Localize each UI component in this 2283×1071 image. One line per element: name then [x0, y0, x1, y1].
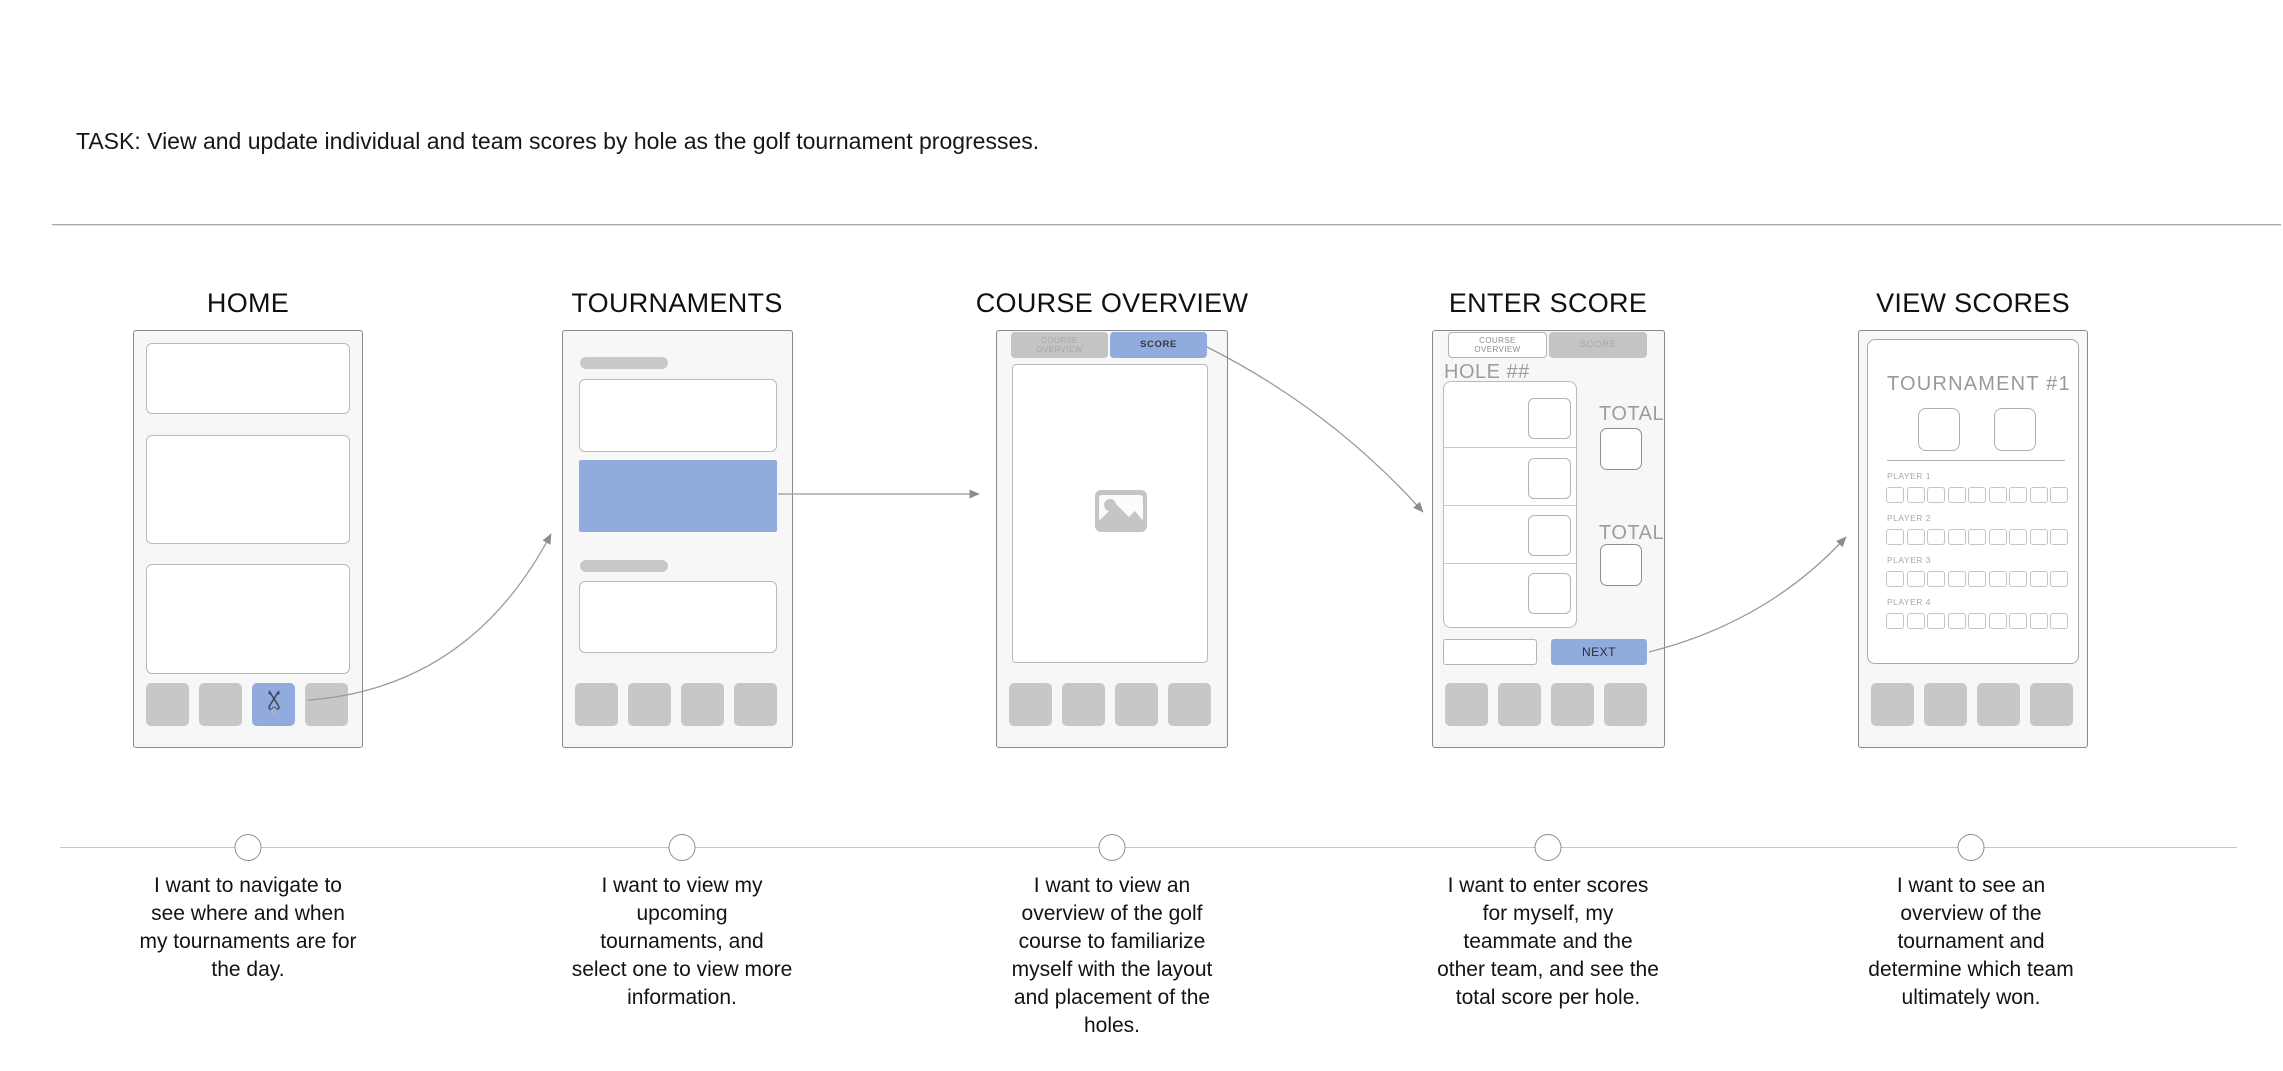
score-entry-card [1443, 381, 1577, 628]
arrow-course-to-enter-score [1206, 346, 1424, 513]
screen-title-enter-score: ENTER SCORE [1448, 288, 1648, 318]
nav-button-1[interactable] [1009, 683, 1052, 726]
view-scores-phone-frame: TOURNAMENT #1 PLAYER 1 PLAYER 2 PLAYER 3… [1858, 330, 2088, 748]
summary-divider [1887, 460, 2065, 461]
player-label-4: PLAYER 4 [1887, 597, 1932, 607]
player-score-row-4 [1886, 613, 2068, 629]
view-scores-nav-bar [1871, 683, 2073, 726]
player-label-2: PLAYER 2 [1887, 513, 1932, 523]
course-overview-tab[interactable]: COURSE OVERVIEW [1011, 332, 1108, 358]
nav-button-2[interactable] [199, 683, 242, 726]
nav-button-2[interactable] [1062, 683, 1105, 726]
total-label-2: TOTAL [1599, 522, 1665, 544]
home-nav-bar [146, 683, 348, 726]
section-label-placeholder [580, 560, 668, 572]
nav-button-4[interactable] [734, 683, 777, 726]
home-phone-frame [133, 330, 363, 748]
timeline-node-course-overview [1098, 834, 1126, 861]
score-input-box-1[interactable] [1528, 398, 1571, 439]
home-card-1[interactable] [146, 343, 350, 414]
nav-button-4[interactable] [305, 683, 348, 726]
enter-score-overview-tab[interactable]: COURSE OVERVIEW [1448, 332, 1547, 358]
home-card-3[interactable] [146, 564, 350, 674]
team-score-box-1 [1918, 408, 1960, 451]
nav-button-3[interactable] [681, 683, 724, 726]
step-description-course-overview: I want to view an overview of the golf c… [1011, 874, 1213, 1037]
tournaments-nav-bar [575, 683, 777, 726]
nav-button-1[interactable] [1871, 683, 1914, 726]
section-label-placeholder [580, 357, 668, 369]
player-label-3: PLAYER 3 [1887, 555, 1932, 565]
golf-clubs-icon [259, 687, 289, 722]
nav-button-2[interactable] [1924, 683, 1967, 726]
nav-button-3[interactable] [1115, 683, 1158, 726]
nav-button-4[interactable] [1604, 683, 1647, 726]
nav-button-2[interactable] [1498, 683, 1541, 726]
course-overview-score-tab[interactable]: SCORE [1110, 332, 1207, 358]
course-map-card [1012, 364, 1208, 663]
nav-button-1[interactable] [1445, 683, 1488, 726]
player-score-row-1 [1886, 487, 2068, 503]
screen-title-home: HOME [206, 288, 290, 318]
hole-number-label: HOLE ## [1444, 361, 1530, 383]
step-description-home: I want to navigate to see where and when… [139, 874, 357, 981]
home-golf-nav-button[interactable] [252, 683, 295, 726]
timeline-line [60, 847, 2237, 848]
timeline-node-home [234, 834, 262, 861]
score-input-box-3[interactable] [1528, 515, 1571, 556]
screen-title-tournaments: TOURNAMENTS [571, 288, 783, 318]
nav-button-2[interactable] [628, 683, 671, 726]
nav-button-3[interactable] [1977, 683, 2020, 726]
screen-title-course-overview: COURSE OVERVIEW [975, 288, 1249, 318]
course-overview-nav-bar [1009, 683, 1211, 726]
screen-title-view-scores: VIEW SCORES [1876, 288, 2070, 318]
score-input-box-2[interactable] [1528, 458, 1571, 499]
score-input-box-4[interactable] [1528, 573, 1571, 614]
nav-button-4[interactable] [1168, 683, 1211, 726]
row-divider [1444, 447, 1576, 448]
task-statement: TASK: View and update individual and tea… [76, 128, 1040, 154]
step-description-enter-score: I want to enter scores for myself, my te… [1437, 874, 1659, 1009]
course-overview-phone-frame: COURSE OVERVIEW SCORE [996, 330, 1228, 748]
row-divider [1444, 563, 1576, 564]
enter-score-nav-bar [1445, 683, 1647, 726]
tournament-title: TOURNAMENT #1 [1887, 373, 2071, 395]
tournament-summary-card: TOURNAMENT #1 PLAYER 1 PLAYER 2 PLAYER 3… [1867, 339, 2079, 664]
nav-button-1[interactable] [146, 683, 189, 726]
header-divider [52, 224, 2281, 225]
tournament-card[interactable] [579, 581, 777, 653]
player-score-row-2 [1886, 529, 2068, 545]
step-description-tournaments: I want to view my upcoming tournaments, … [571, 874, 793, 1009]
tournaments-selected-item[interactable] [579, 460, 777, 532]
timeline-node-enter-score [1534, 834, 1562, 861]
team-score-box-2 [1994, 408, 2036, 451]
player-label-1: PLAYER 1 [1887, 471, 1932, 481]
arrow-enter-score-to-view-scores [1648, 536, 1847, 653]
nav-button-4[interactable] [2030, 683, 2073, 726]
enter-score-score-tab[interactable]: SCORE [1549, 332, 1647, 358]
enter-score-next-button[interactable]: NEXT [1551, 639, 1647, 665]
timeline-node-view-scores [1957, 834, 1985, 861]
step-description-view-scores: I want to see an overview of the tournam… [1868, 874, 2074, 1009]
score-text-input[interactable] [1443, 639, 1537, 665]
tournament-card[interactable] [579, 379, 777, 452]
nav-button-3[interactable] [1551, 683, 1594, 726]
timeline-node-tournaments [668, 834, 696, 861]
image-placeholder-icon [1095, 490, 1147, 537]
row-divider [1444, 505, 1576, 506]
total-box-1 [1600, 428, 1642, 470]
nav-button-1[interactable] [575, 683, 618, 726]
total-box-2 [1600, 544, 1642, 586]
total-label-1: TOTAL [1599, 403, 1665, 425]
player-score-row-3 [1886, 571, 2068, 587]
enter-score-phone-frame: COURSE OVERVIEW SCORE HOLE ## TOTAL TOTA… [1432, 330, 1665, 748]
home-card-2[interactable] [146, 435, 350, 544]
tournaments-phone-frame [562, 330, 793, 748]
